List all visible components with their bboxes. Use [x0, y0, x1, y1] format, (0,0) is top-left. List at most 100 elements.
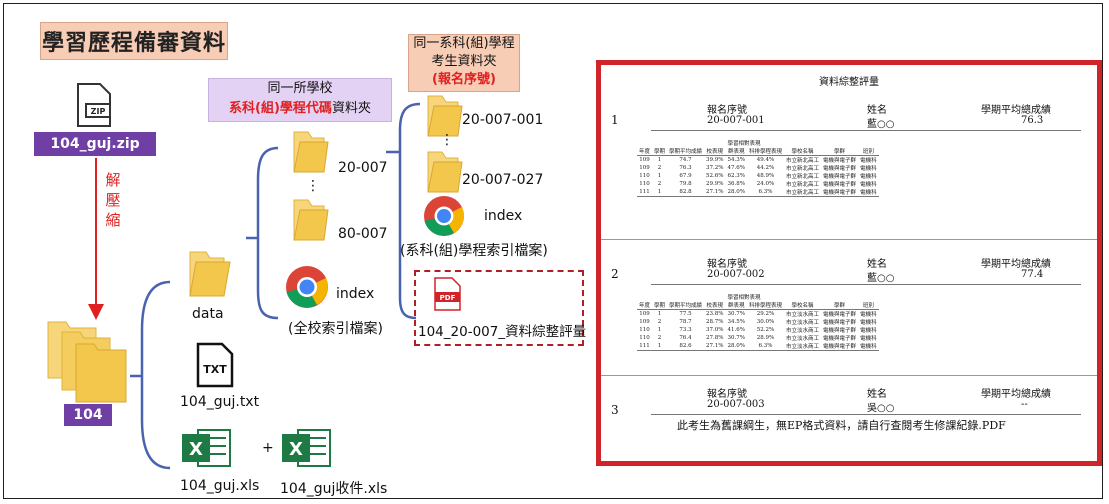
excel-icon[interactable]: X: [182, 426, 232, 470]
student-index: 2: [611, 267, 619, 281]
table-cell: 2: [657, 165, 662, 171]
data-folder-name: data: [192, 306, 224, 322]
table-cell: 市立新北高工: [784, 188, 822, 197]
excel-icon[interactable]: X: [282, 426, 332, 470]
table-cell: 110: [639, 173, 650, 179]
dept-index-caption: (系科(組)學程索引檔案): [400, 243, 548, 259]
table-cell: 1: [657, 173, 662, 179]
table-cell: 27.1%: [704, 342, 726, 351]
apply-number: 20-007-001: [707, 115, 765, 126]
table-cell: 電機與電子群: [821, 188, 859, 197]
student-separator: [601, 375, 1097, 376]
apply-header: 報名序號: [707, 105, 747, 116]
txt-file-icon[interactable]: TXT: [192, 342, 238, 388]
table-cell: 23.8%: [706, 311, 724, 317]
apply-header: 報名序號: [707, 259, 747, 270]
table-cell: 電機科: [860, 174, 877, 180]
table-cell: 市立淡水商工: [786, 328, 820, 334]
table-cell: 24.0%: [756, 181, 775, 187]
table-cell: 82.8: [667, 188, 705, 197]
dept-folder-first: 20-007: [338, 160, 388, 176]
table-cell: 市立淡水商工: [786, 312, 820, 318]
table-cell: 28.7%: [706, 319, 724, 325]
table-cell: 79.8: [679, 181, 692, 187]
table-cell: 110: [639, 327, 650, 333]
apply-header: 報名序號: [707, 389, 747, 400]
table-cell: 37.0%: [706, 327, 724, 333]
table-cell: 1: [657, 311, 662, 317]
table-cell: 52.6%: [706, 173, 724, 179]
dept-folder-icon[interactable]: [290, 128, 330, 174]
table-cell: 市立新北高工: [786, 166, 820, 172]
data-folder-icon[interactable]: [184, 248, 234, 300]
zip-icon-text: ZIP: [91, 107, 106, 116]
name-header: 姓名: [867, 389, 887, 400]
table-cell: 市立淡水商工: [784, 342, 822, 351]
student-block: 2 報名序號 20-007-002 姓名 藍○○ 學期平均總成績 77.4 學習…: [601, 241, 1097, 381]
stacked-folder-icon: [47, 321, 127, 403]
dept-folder-ellipsis: ⋮: [306, 178, 320, 194]
table-cell: 電機科: [860, 336, 877, 342]
pdf-file-icon[interactable]: PDF: [432, 276, 462, 312]
table-cell: 47.6%: [727, 165, 746, 171]
avg-header: 學期平均總成績: [981, 259, 1051, 270]
student-header-line2: 考生資料夾: [431, 54, 497, 69]
student-folder-last: 20-007-027: [462, 172, 544, 188]
dept-folder-last: 80-007: [338, 226, 388, 242]
table-cell: 77.5: [679, 311, 692, 317]
chrome-index-icon[interactable]: [284, 264, 330, 310]
table-cell: 電機與電子群: [823, 312, 857, 318]
svg-text:X: X: [189, 439, 203, 460]
avg-header: 學期平均總成績: [981, 389, 1051, 400]
avg-score: 77.4: [1021, 269, 1044, 280]
avg-score: 76.3: [1021, 115, 1044, 126]
school-header-code: 系科(組)學程代碼: [229, 101, 332, 116]
table-cell: 110: [639, 181, 650, 187]
txt-icon-text: TXT: [203, 363, 227, 376]
table-cell: 電機與電子群: [821, 342, 859, 351]
table-cell: 48.9%: [756, 173, 775, 179]
semester-table: 學習相對表現 年度學期學期平均成績校表現群表現科排學程表現學校名稱學群班別 10…: [637, 141, 879, 197]
table-cell: 76.4: [679, 335, 692, 341]
table-cell: 市立新北高工: [786, 174, 820, 180]
table-cell: 電機科: [860, 158, 877, 164]
table-cell: 110: [639, 335, 650, 341]
extract-label: 解壓縮: [105, 171, 121, 229]
student-index: 3: [611, 403, 619, 417]
student-header-line1: 同一系科(組)學程: [413, 36, 515, 51]
table-cell: 2: [657, 335, 662, 341]
student-block: 1 報名序號 20-007-001 姓名 藍○○ 學期平均總成績 76.3 學習…: [601, 87, 1097, 237]
table-cell: 1: [652, 188, 668, 197]
school-index-caption: (全校索引檔案): [288, 321, 383, 337]
table-cell: 27.8%: [706, 335, 724, 341]
table-cell: 67.9: [679, 173, 692, 179]
table-cell: 28.9%: [756, 335, 775, 341]
table-cell: 44.2%: [756, 165, 775, 171]
table-cell: 電機科: [860, 320, 877, 326]
table-cell: 76.3: [679, 165, 692, 171]
table-cell: 電機科: [858, 188, 879, 197]
pdf-icon-text: PDF: [440, 294, 456, 302]
plus-sign: +: [262, 440, 274, 456]
student-header: 同一系科(組)學程 考生資料夾 (報名序號): [408, 34, 520, 92]
apply-number: 20-007-003: [707, 399, 765, 410]
student-folder-icon[interactable]: [424, 148, 464, 194]
table-cell: 109: [639, 157, 650, 163]
txt-file-name: 104_guj.txt: [180, 394, 260, 410]
chrome-index-icon[interactable]: [422, 194, 466, 238]
brace-data: [256, 146, 279, 320]
table-cell: 28.0%: [725, 188, 748, 197]
student-folder-icon[interactable]: [424, 92, 464, 138]
table-cell: 109: [639, 319, 650, 325]
dept-folder-icon[interactable]: [290, 196, 330, 242]
school-header-tail: 資料夾: [331, 101, 371, 116]
old-curriculum-note: 此考生為舊課綱生，無EP格式資料，請自行查閱考生修課紀錄.PDF: [677, 419, 1006, 432]
student-block: 3 報名序號 20-007-003 姓名 吳○○ 學期平均總成績 -- 此考生為…: [601, 377, 1097, 457]
table-cell: 市立新北高工: [786, 158, 820, 164]
table-cell: 電機科: [860, 182, 877, 188]
